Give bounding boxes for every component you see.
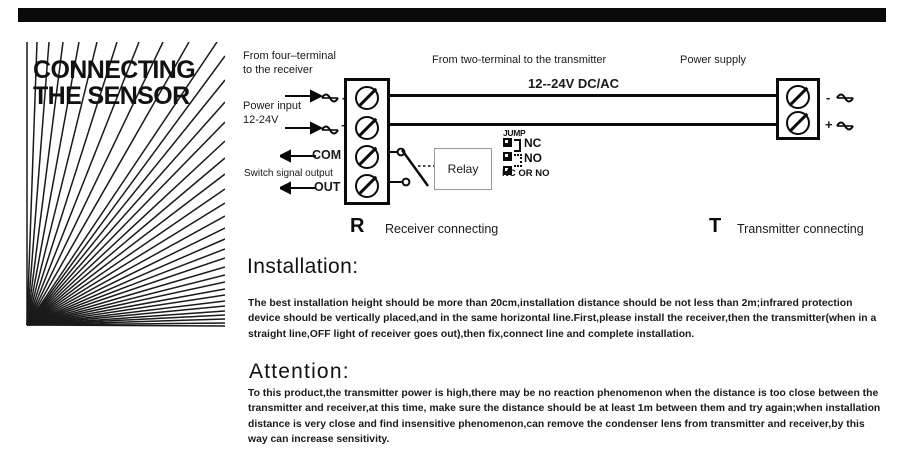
supply-wire-top bbox=[389, 94, 777, 97]
receiver-heading: From four–terminal to the receiver bbox=[243, 50, 336, 76]
relay-label: Relay bbox=[447, 162, 479, 176]
jumper-footer-label: NC OR NO bbox=[502, 168, 550, 179]
power-supply-heading: Power supply bbox=[680, 54, 747, 66]
receiver-terminal-block bbox=[344, 78, 390, 205]
ac-dc-wave-icon-supply-minus bbox=[836, 93, 854, 103]
transmitter-letter: T bbox=[709, 215, 722, 237]
jumper-selector: JUMP NC NO NC OR NO bbox=[502, 128, 575, 188]
supply-plus-label: + bbox=[825, 117, 833, 132]
screw-terminal-icon[interactable] bbox=[355, 86, 379, 110]
installation-body: The best installation height should be m… bbox=[248, 298, 877, 340]
page-title: CONNECTING THE SENSOR bbox=[33, 56, 196, 110]
installation-heading: Installation: bbox=[247, 255, 359, 278]
jumper-pin[interactable] bbox=[503, 152, 512, 161]
power-input-arrows bbox=[285, 89, 324, 135]
relay-switch-contacts bbox=[388, 147, 434, 187]
power-input-label: Power input 12-24V bbox=[243, 100, 302, 126]
receiver-caption: Receiver connecting bbox=[385, 222, 499, 236]
com-label: COM bbox=[312, 148, 342, 162]
relay-box: Relay bbox=[434, 148, 492, 190]
jumper-pin[interactable] bbox=[503, 138, 512, 147]
receiver-letter: R bbox=[350, 215, 365, 237]
jumper-bracket-nc bbox=[514, 139, 521, 152]
attention-body: To this product,the transmitter power is… bbox=[248, 388, 881, 445]
screw-terminal-icon[interactable] bbox=[355, 116, 379, 140]
transmitter-caption: Transmitter connecting bbox=[737, 222, 864, 236]
jumper-no-label: NO bbox=[524, 151, 542, 165]
screw-terminal-icon[interactable] bbox=[786, 111, 810, 135]
ac-dc-wave-icon-minus bbox=[321, 93, 339, 103]
screw-terminal-icon[interactable] bbox=[786, 85, 810, 109]
top-rule-bar bbox=[18, 8, 886, 22]
attention-heading: Attention: bbox=[249, 360, 350, 383]
jumper-nc-label: NC bbox=[524, 136, 542, 150]
screw-terminal-icon[interactable] bbox=[355, 174, 379, 198]
sunburst-rays bbox=[26, 42, 225, 327]
sunburst-graphic bbox=[25, 42, 225, 327]
ac-dc-wave-icon-plus bbox=[321, 125, 339, 135]
transmitter-heading: From two-terminal to the transmitter bbox=[432, 54, 607, 66]
jumper-pin[interactable] bbox=[503, 166, 512, 175]
ac-dc-wave-icon-supply-plus bbox=[836, 121, 854, 131]
supply-wire-bottom bbox=[389, 123, 777, 126]
jumper-bracket-no bbox=[514, 154, 522, 167]
screw-terminal-icon[interactable] bbox=[355, 145, 379, 169]
transmitter-terminal-block bbox=[776, 78, 820, 140]
voltage-label: 12--24V DC/AC bbox=[528, 76, 620, 91]
out-label: OUT bbox=[314, 180, 341, 194]
jumper-title: JUMP bbox=[503, 128, 526, 138]
switch-signal-output-label: Switch signal output bbox=[244, 168, 333, 179]
com-out-arrows bbox=[280, 149, 316, 195]
supply-minus-label: - bbox=[826, 90, 831, 105]
